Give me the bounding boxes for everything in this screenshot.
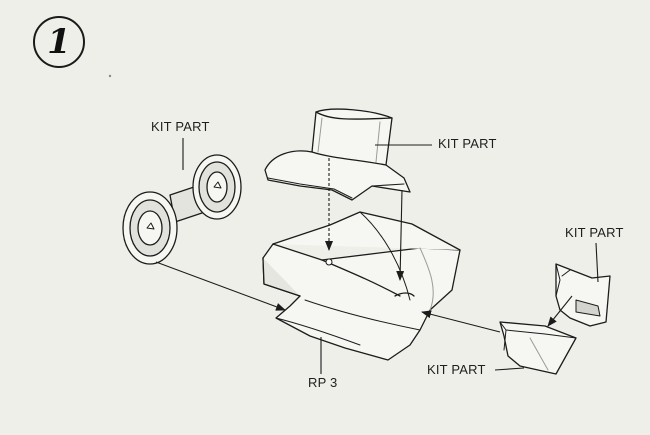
lower-part-arrow — [421, 310, 501, 333]
step-number: 1 — [47, 22, 71, 62]
right-lower-kit-part-label: KIT PART — [427, 362, 486, 377]
step-number-badge: 1 — [33, 16, 85, 68]
main-body-rp3 — [262, 211, 461, 361]
wheel-part-arrow — [155, 261, 286, 311]
top-part-pin-arrow — [396, 189, 405, 281]
paper-speck — [108, 74, 112, 78]
top-kit-part-label: KIT PART — [438, 136, 497, 151]
wheel-kit-part — [122, 154, 242, 265]
right-upper-label-leader — [595, 242, 599, 283]
wheel-kit-part-label: KIT PART — [151, 119, 210, 134]
body-part-label: RP 3 — [308, 375, 338, 390]
upper-right-part-arrow — [547, 295, 573, 327]
top-cowl-kit-part — [264, 108, 411, 201]
right-upper-kit-part-label: KIT PART — [565, 225, 624, 240]
lower-right-kit-part — [499, 321, 577, 375]
right-lower-label-leader — [494, 367, 525, 371]
upper-right-kit-part — [555, 263, 611, 327]
assembly-arrows — [155, 138, 599, 374]
